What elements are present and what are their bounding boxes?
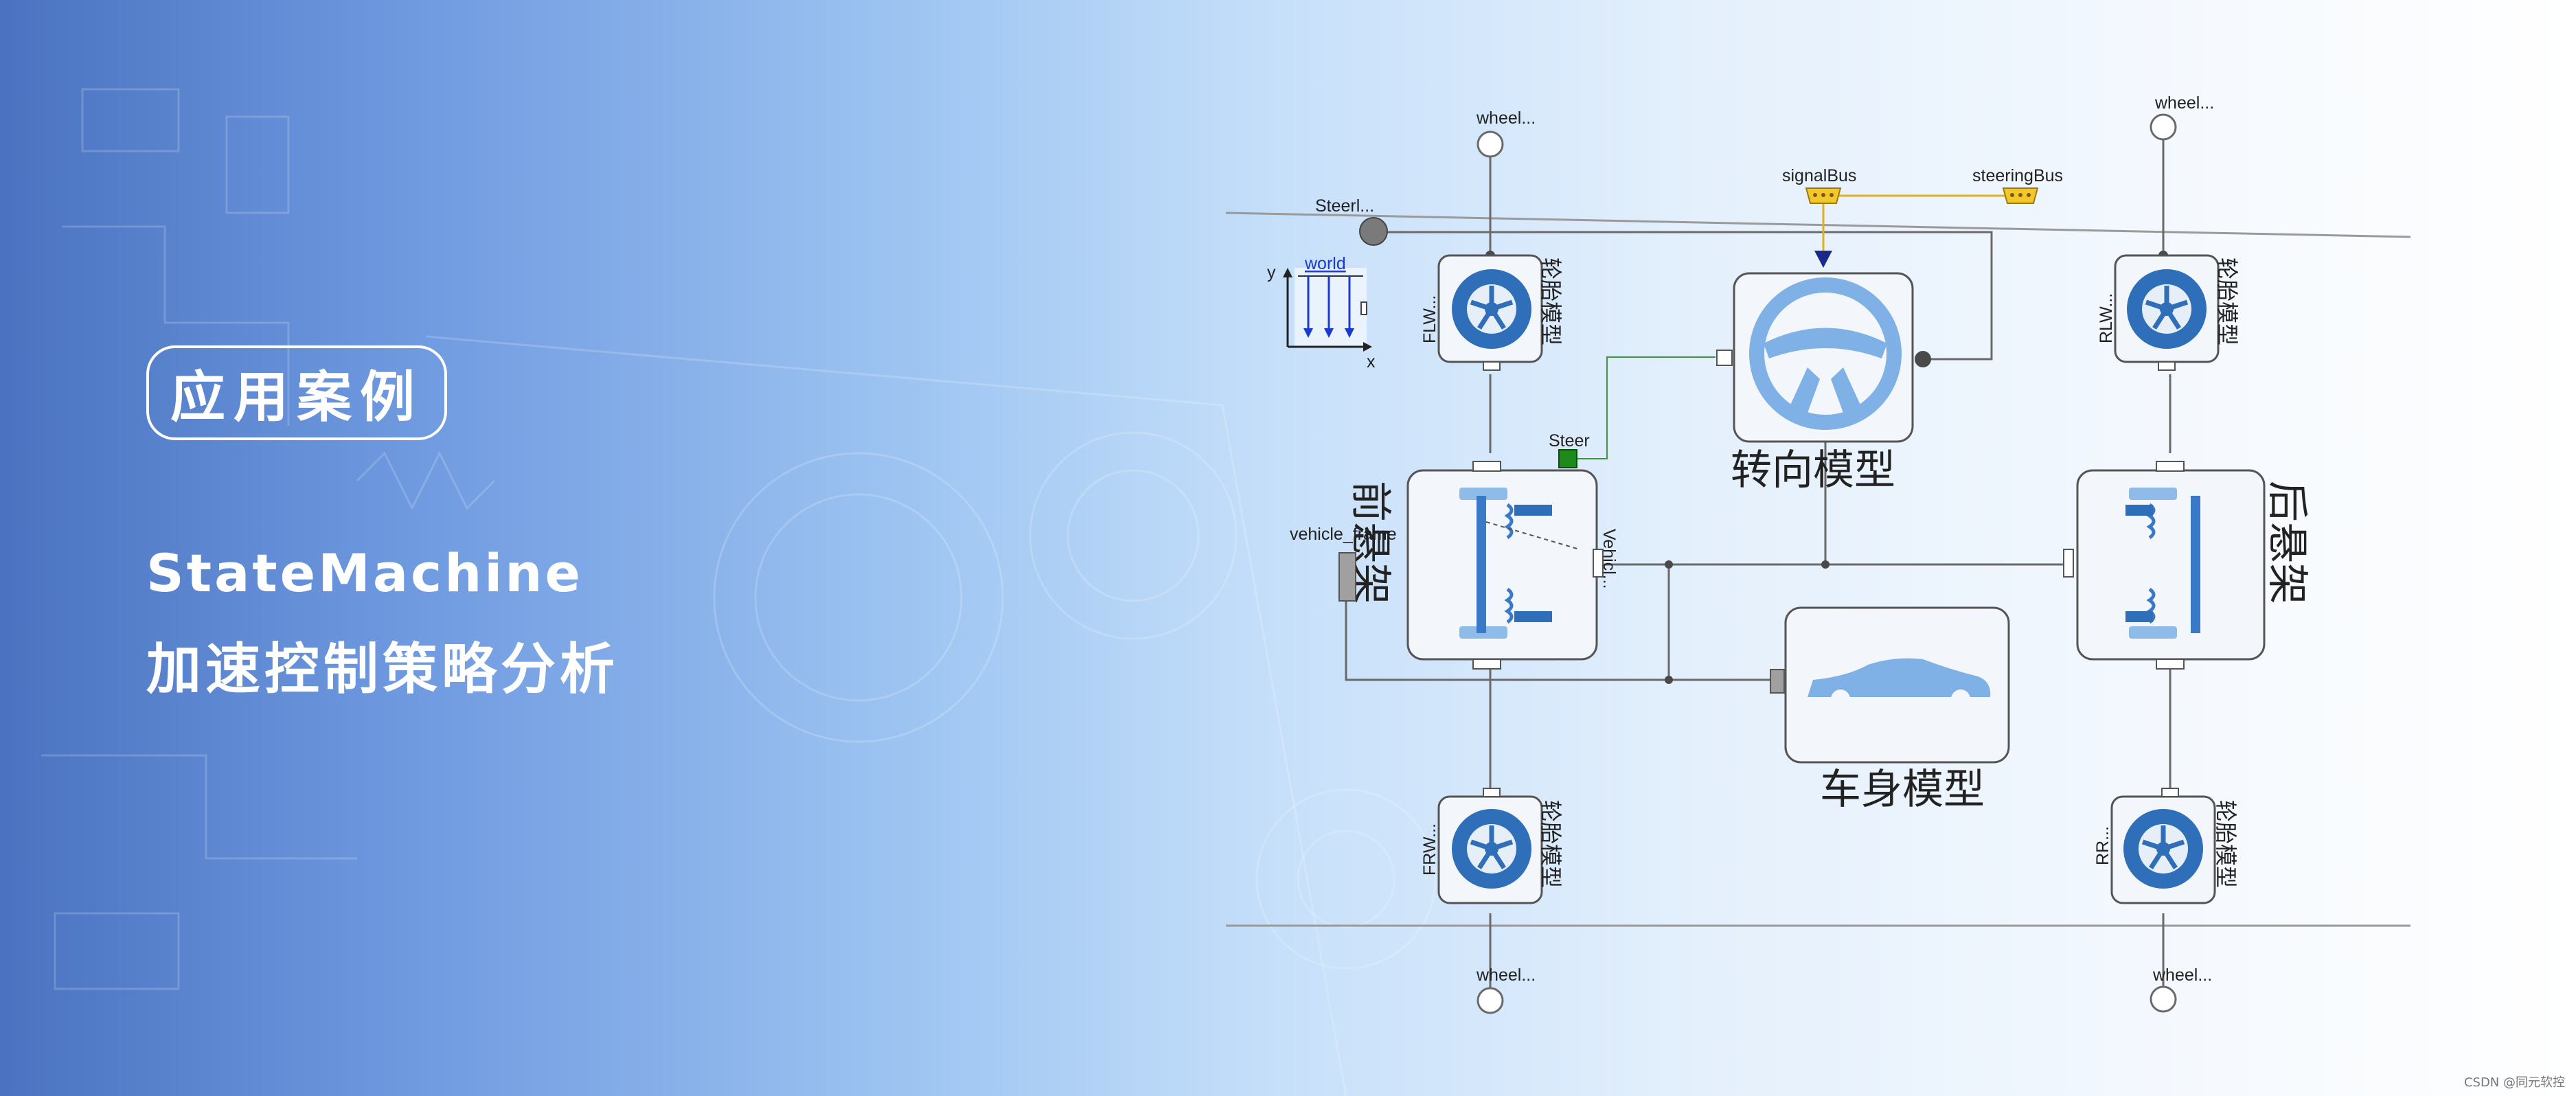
tire-frw-label: FRW... — [1420, 823, 1439, 876]
top-right-wheel-label: wheel... — [2154, 93, 2214, 113]
steering-input-port[interactable] — [1359, 217, 1388, 246]
axis-x-label: x — [1367, 352, 1376, 372]
tire-block-rlw[interactable] — [2114, 254, 2220, 371]
vehicle-frame-port[interactable] — [1338, 552, 1356, 602]
vehicle-frame-label: vehicle_frame — [1290, 525, 1397, 544]
steering-input-label: Steerl... — [1315, 196, 1374, 216]
tire-flw-model-label: 轮胎模型 — [1538, 258, 1564, 345]
body-model-label: 车身模型 — [1820, 766, 1985, 814]
bottom-right-wheel-label: wheel... — [2152, 966, 2212, 985]
csdn-watermark: CSDN @同元软控 — [2463, 1075, 2565, 1090]
signal-bus-connector[interactable] — [1805, 187, 1842, 204]
signal-bus-label: signalBus — [1782, 166, 1856, 185]
tire-block-flw[interactable] — [1437, 254, 1543, 371]
tire-block-frw[interactable] — [1437, 788, 1543, 904]
world-frame-icon[interactable] — [1283, 268, 1372, 352]
connection-lines — [1345, 137, 2172, 992]
top-frame-line — [1225, 212, 2411, 238]
vehicle-port-label: Vehicl... — [1599, 529, 1619, 589]
body-model-block[interactable] — [1770, 606, 2010, 764]
front-suspension-block[interactable] — [1406, 461, 1604, 670]
bottom-left-wheel-label: wheel... — [1476, 966, 1536, 985]
axis-y-label: y — [1267, 263, 1276, 282]
vehicle-model-diagram: wheel... wheel... wheel... wheel... Stee… — [1225, 93, 2411, 1014]
bottom-left-wheel-port[interactable] — [1477, 987, 1504, 1014]
application-case-badge: 应用案例 — [146, 345, 447, 440]
top-left-wheel-label: wheel... — [1476, 109, 1536, 128]
top-right-wheel-port[interactable] — [2150, 113, 2177, 141]
bus-arrow-icon — [1814, 251, 1832, 268]
steer-signal-line — [1573, 356, 1716, 459]
tire-frw-model-label: 轮胎模型 — [1538, 800, 1564, 888]
bottom-right-wheel-port[interactable] — [2150, 985, 2177, 1013]
steering-bus-label: steeringBus — [1972, 166, 2063, 185]
steer-port[interactable] — [1558, 449, 1577, 468]
steering-bus-connector[interactable] — [2002, 187, 2039, 204]
title-line-1: StateMachine — [146, 543, 583, 604]
tire-rlw-model-label: 轮胎模型 — [2214, 258, 2240, 345]
tire-block-rr[interactable] — [2110, 788, 2216, 904]
tire-rlw-label: RLW... — [2097, 293, 2116, 343]
top-left-wheel-port[interactable] — [1477, 130, 1504, 158]
tire-rr-model-label: 轮胎模型 — [2213, 800, 2239, 888]
rear-suspension-label: 后悬架 — [2263, 481, 2311, 604]
rear-suspension-block[interactable] — [2063, 461, 2266, 670]
tire-flw-label: FLW... — [1420, 295, 1439, 343]
steering-model-block[interactable] — [1716, 272, 1931, 443]
steer-port-label: Steer — [1549, 431, 1590, 450]
tire-rr-label: RR... — [2093, 826, 2112, 865]
world-label: world — [1304, 254, 1346, 273]
title-line-2: 加速控制策略分析 — [146, 637, 619, 701]
steering-model-label: 转向模型 — [1731, 446, 1895, 494]
